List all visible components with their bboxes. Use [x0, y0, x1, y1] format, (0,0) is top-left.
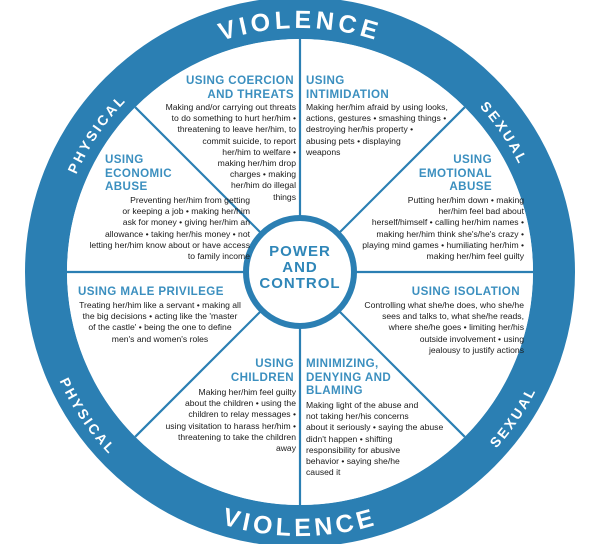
spoke-bottom-left [134, 310, 262, 438]
spoke-bottom-right [338, 310, 466, 438]
segment-isolation-body: Controlling what she/he does, who she/he… [364, 300, 524, 355]
segment-emotional-title: USING EMOTIONAL ABUSE [418, 153, 492, 193]
segment-coercion-title: USING COERCION AND THREATS [185, 74, 294, 101]
segment-minimizing-title: MINIMIZING, DENYING AND BLAMING [306, 357, 392, 397]
segment-economic-title: USING ECONOMIC ABUSE [105, 153, 172, 193]
segment-coercion-body: Making and/or carrying out threats to do… [165, 102, 296, 202]
wheel-spokes [67, 39, 533, 505]
spoke-top-left [134, 106, 262, 234]
segment-isolation-title: USING ISOLATION [411, 285, 520, 298]
segment-privilege-title: USING MALE PRIVILEGE [78, 285, 224, 298]
segment-children-body: Making her/him feel guilty about the chi… [165, 387, 296, 454]
segment-minimizing-body: Making light of the abuse and not taking… [306, 400, 444, 478]
segment-children-title: USING CHILDREN [230, 357, 294, 384]
hub-circle [243, 215, 357, 329]
segment-emotional-body: Putting her/him down • making her/him fe… [362, 195, 524, 262]
segment-privilege-body: Treating her/him like a servant • making… [79, 300, 241, 344]
spoke-top-right [338, 106, 466, 234]
violence-ring [25, 0, 575, 544]
segment-intimidation-title: USING INTIMIDATION [306, 74, 390, 101]
segment-economic-body: Preventing her/him from getting or keepi… [89, 195, 250, 262]
segment-intimidation-body: Making her/him afraid by using looks, ac… [306, 102, 448, 157]
hub-label: POWER AND CONTROL [259, 243, 341, 292]
